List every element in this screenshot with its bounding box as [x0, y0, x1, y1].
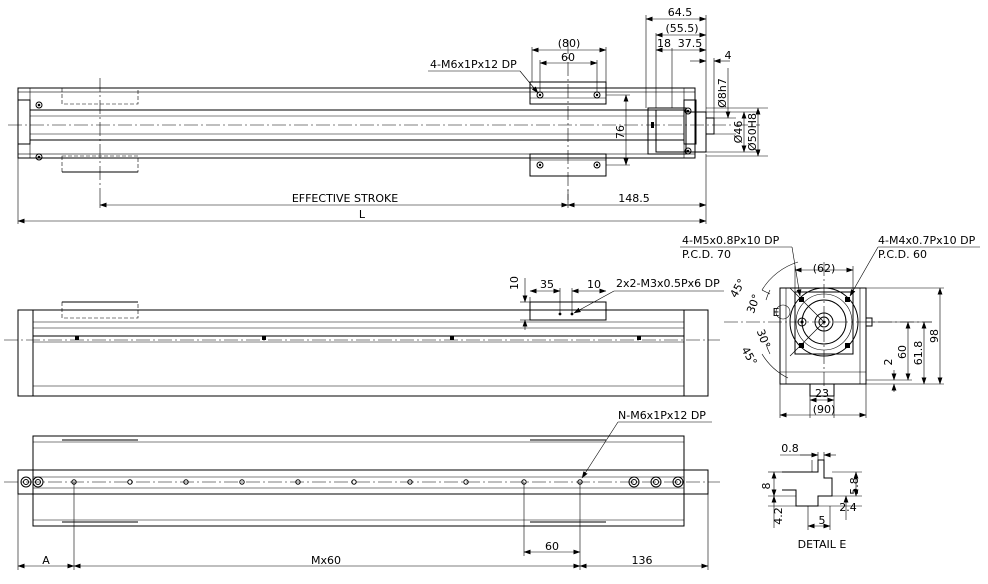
- dim-80: (80): [558, 37, 581, 50]
- tapped-holes-label: 4-M6x1Px12 DP: [430, 58, 517, 71]
- dim-76: 76: [614, 125, 627, 139]
- dim-62: (62): [813, 262, 836, 275]
- dim-10-vertical: 10: [508, 276, 521, 290]
- dim-2-4: 2.4: [839, 501, 857, 514]
- dim-10-horizontal: 10: [587, 278, 601, 291]
- dim-8: 8: [760, 483, 773, 490]
- dim-90: (90): [813, 403, 836, 416]
- m4-holes-label: 4-M4x0.7Px10 DP: [878, 234, 976, 247]
- dim-61-8: 61.8: [912, 341, 925, 366]
- dim-23: 23: [815, 387, 829, 400]
- bottom-view: N-M6x1Px12 DP 60 A Mx60 136: [4, 409, 720, 570]
- dim-5: 5: [819, 514, 826, 527]
- angle-45-top: 45°: [727, 277, 748, 300]
- pcd-70-label: P.C.D. 70: [682, 248, 731, 261]
- n-holes-label: N-M6x1Px12 DP: [618, 409, 706, 422]
- detail-e-title: DETAIL E: [798, 538, 847, 551]
- detail-e-mark: E: [773, 306, 780, 319]
- dim-18: 18: [657, 37, 671, 50]
- dim-64-5: 64.5: [668, 6, 693, 19]
- angle-30-top: 30°: [744, 292, 763, 315]
- side-holes: [75, 336, 641, 340]
- dim-50h8: Ø50H8: [746, 113, 759, 151]
- dim-60-end: 60: [896, 345, 909, 359]
- dim-35: 35: [540, 278, 554, 291]
- dim-8h7: Ø8h7: [716, 78, 729, 108]
- end-view: 4-M5x0.8Px10 DP P.C.D. 70 4-M4x0.7Px10 D…: [680, 234, 980, 418]
- dim-60-bottom: 60: [545, 540, 559, 553]
- effective-stroke-label: EFFECTIVE STROKE: [292, 192, 398, 205]
- dim-98: 98: [928, 329, 941, 343]
- angle-30-bottom: 30°: [754, 327, 773, 350]
- dim-mx60: Mx60: [311, 554, 341, 567]
- side-view: 10 35 10 2x2-M3x0.5Px6 DP: [4, 276, 724, 397]
- dim-136: 136: [632, 554, 653, 567]
- dim-5-8: 5.8: [848, 477, 861, 495]
- bottom-mount-holes: [71, 479, 583, 485]
- dim-0-8: 0.8: [781, 442, 799, 455]
- top-view: 4-M6x1Px12 DP (80) 60 64.5 (55.5) 18 37.…: [8, 6, 768, 224]
- dim-length: L: [359, 208, 366, 221]
- dim-148-5: 148.5: [618, 192, 650, 205]
- dim-4-2: 4.2: [772, 507, 785, 525]
- dim-4: 4: [725, 49, 732, 62]
- detail-e: 0.8 8 5.8 4.2 2.4 5 DETAIL E: [760, 442, 862, 551]
- slider-holes-label: 2x2-M3x0.5Px6 DP: [616, 277, 720, 290]
- dim-46: Ø46: [732, 121, 745, 144]
- dim-60-top: 60: [561, 51, 575, 64]
- m5-holes-label: 4-M5x0.8Px10 DP: [682, 234, 780, 247]
- dim-2: 2: [882, 359, 895, 366]
- dim-a: A: [42, 554, 50, 567]
- dim-55-5: (55.5): [665, 22, 698, 35]
- angle-45-bottom: 45°: [739, 345, 760, 368]
- dim-37-5: 37.5: [678, 37, 703, 50]
- pcd-60-label: P.C.D. 60: [878, 248, 927, 261]
